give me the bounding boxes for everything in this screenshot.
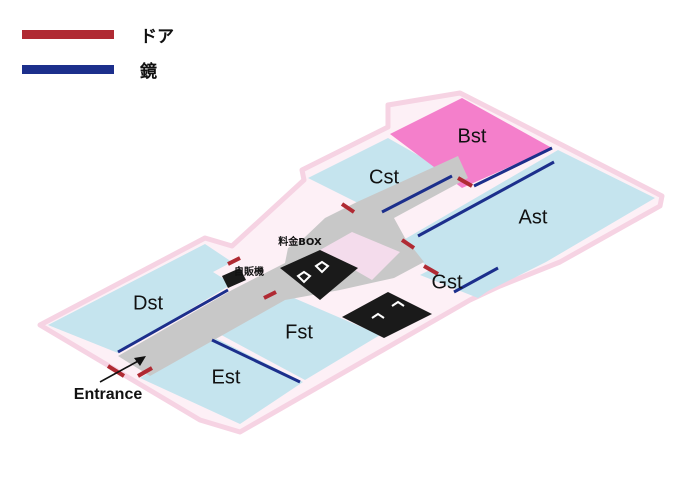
mirror-cst — [381, 174, 453, 214]
hanger-icon — [391, 300, 405, 307]
toilet-icon — [314, 260, 330, 274]
door-dst — [227, 256, 241, 266]
door-legend-label: ドア — [140, 27, 174, 47]
door-est — [137, 366, 153, 378]
door-fst — [263, 290, 277, 300]
toilet-block — [280, 250, 358, 300]
mirrors — [117, 146, 555, 384]
vending-block — [222, 268, 246, 288]
room-bst[interactable] — [390, 98, 552, 188]
mirror-swatch — [22, 65, 114, 74]
restroom-block — [342, 292, 432, 338]
door-gst — [423, 264, 439, 276]
ticket-box-label: 料金BOX — [278, 235, 322, 248]
mirror-gst — [453, 266, 499, 294]
room-label-fst: Fst — [285, 321, 313, 343]
door-ast — [400, 238, 416, 250]
vending-machine-label: 自販機 — [234, 265, 264, 278]
room-label-bst: Bst — [458, 125, 487, 147]
toilet-icons — [296, 260, 405, 319]
mirror-ast — [417, 160, 555, 238]
mirror-est — [211, 338, 301, 384]
doors — [106, 176, 473, 378]
hanger-icon — [371, 312, 385, 319]
legend-mirror: 鏡 — [22, 57, 157, 82]
door-cst — [340, 202, 356, 214]
room-label-cst: Cst — [369, 166, 399, 188]
entrance-label: Entrance — [74, 386, 143, 403]
door-entrance — [106, 364, 126, 378]
entrance-arrow — [99, 356, 146, 383]
toilet-icon — [296, 270, 312, 284]
mirror-legend-label: 鏡 — [140, 62, 157, 82]
legend-door: ドア — [22, 22, 174, 47]
door-swatch — [22, 30, 114, 39]
room-dst[interactable] — [48, 244, 232, 353]
mirror-bst — [473, 146, 553, 188]
room-label-dst: Dst — [133, 292, 163, 314]
mirror-dst — [117, 288, 229, 354]
room-label-est: Est — [212, 366, 241, 388]
room-gst[interactable] — [420, 258, 498, 298]
door-bst — [457, 176, 473, 188]
ticket-counter — [320, 232, 400, 280]
room-label-ast: Ast — [519, 206, 548, 228]
room-ast[interactable] — [400, 150, 655, 294]
room-label-gst: Gst — [431, 271, 463, 293]
